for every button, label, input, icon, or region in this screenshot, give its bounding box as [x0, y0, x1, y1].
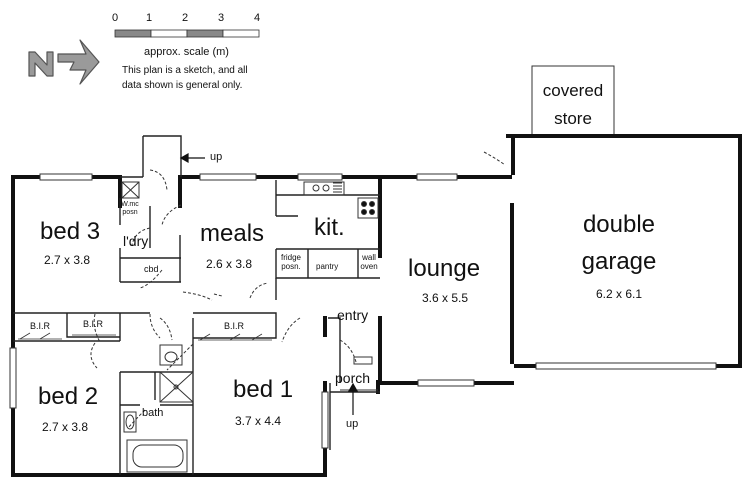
wall-oven-label-2: oven	[360, 262, 378, 271]
bed3-size: 2.7 x 3.8	[44, 253, 91, 267]
washing-machine-label-1: W.mc	[121, 201, 139, 208]
bed2-label: bed 2	[38, 383, 99, 410]
bed2-size: 2.7 x 3.8	[42, 420, 89, 434]
wall-oven-label-1: wall	[362, 253, 376, 262]
scale-tick-4: 4	[253, 12, 261, 24]
scale-caption: approx. scale (m)	[144, 46, 229, 58]
stair-up-label-top: up	[210, 151, 223, 163]
stair-up-label-porch: up	[346, 418, 359, 430]
bed3-label: bed 3	[40, 218, 101, 245]
porch-label: porch	[335, 370, 371, 386]
washing-machine-label-2: posn	[122, 209, 138, 216]
bed1-label: bed 1	[233, 376, 294, 403]
bir-bed2-a-label: B.I.R	[30, 321, 51, 331]
lounge-label: lounge	[408, 255, 481, 282]
scale-tick-0: 0	[111, 12, 119, 24]
lounge-size: 3.6 x 5.5	[422, 291, 469, 305]
pantry-label: pantry	[316, 262, 339, 271]
fridge-label-2: posn.	[281, 262, 301, 271]
meals-size: 2.6 x 3.8	[206, 257, 253, 271]
scale-tick-1: 1	[145, 12, 153, 24]
laundry-label: l'dry	[123, 233, 149, 249]
garage-label-1: double	[582, 211, 656, 238]
scale-tick-2: 2	[181, 12, 189, 24]
garage-size: 6.2 x 6.1	[595, 287, 643, 301]
scale-bar	[114, 29, 260, 38]
robe-hanging-lines	[18, 332, 272, 341]
stair-arrows	[179, 152, 359, 415]
bath-label: bath	[142, 407, 164, 419]
store-label-2: store	[554, 109, 592, 128]
store-label-1: covered	[542, 81, 604, 100]
bir-bed1-label: B.I.R	[224, 321, 245, 331]
north-arrow-icon	[28, 39, 100, 85]
kitchen-label: kit.	[314, 214, 345, 241]
entry-label: entry	[337, 307, 369, 323]
garage-label-2: garage	[581, 248, 657, 275]
disclaimer-line-1: This plan is a sketch, and all	[122, 65, 248, 76]
fridge-label-1: fridge	[280, 253, 302, 262]
bir-bed2-b-label: B.I.R	[83, 319, 104, 329]
disclaimer-line-2: data shown is general only.	[122, 80, 243, 91]
bed1-size: 3.7 x 4.4	[235, 414, 282, 428]
windows	[9, 173, 717, 449]
meals-label: meals	[200, 220, 265, 247]
scale-tick-3: 3	[217, 12, 225, 24]
door-swings	[90, 151, 506, 429]
cupboard-label: cbd	[144, 264, 159, 274]
fixtures	[121, 181, 379, 473]
